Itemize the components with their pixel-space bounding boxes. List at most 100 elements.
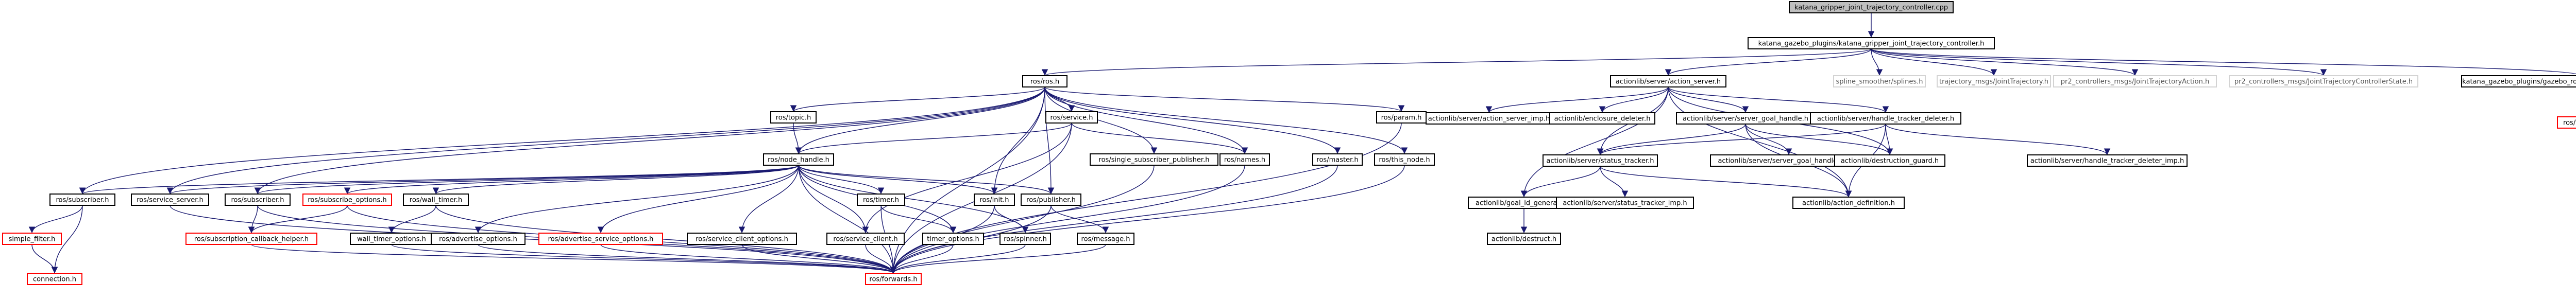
edge-sgh-to-st	[1597, 124, 1746, 155]
node-sco[interactable]: ros/service_client_options.h	[687, 233, 797, 245]
edge-as-to-enclos	[1599, 86, 1669, 113]
node-ss[interactable]: ros/service_server.h	[131, 194, 209, 206]
node-wtimer[interactable]: ros/wall_timer.h	[403, 194, 469, 206]
node-box	[1748, 37, 1995, 49]
node-init[interactable]: ros/init.h	[974, 194, 1015, 206]
node-stimp[interactable]: actionlib/server/status_tracker_imp.h	[1556, 197, 1694, 209]
node-topts[interactable]: timer_options.h	[922, 233, 984, 245]
edge-hdr-to-spline	[1871, 48, 1883, 76]
node-box	[826, 233, 905, 245]
node-asimp[interactable]: actionlib/server/action_server_imp.h	[1426, 112, 1552, 125]
node-dguard[interactable]: actionlib/destruction_guard.h	[1834, 154, 1945, 167]
node-label: ros/forwards.h	[869, 276, 917, 284]
node-htdimp[interactable]: actionlib/server/handle_tracker_deleter_…	[2027, 154, 2188, 167]
edge-nh-to-wtimer	[433, 165, 799, 195]
node-box	[2557, 116, 2576, 129]
node-message[interactable]: ros/message.h	[1077, 233, 1134, 245]
node-box	[1833, 75, 1926, 87]
node-sgh[interactable]: actionlib/server/server_goal_handle.h	[1676, 112, 1815, 125]
node-box	[974, 194, 1015, 206]
node-box	[1810, 112, 1961, 125]
node-conn[interactable]: connection.h	[27, 273, 82, 285]
node-label: katana_gripper_joint_trajectory_controll…	[1794, 4, 1948, 12]
node-nh[interactable]: ros/node_handle.h	[763, 153, 834, 166]
edge-as-to-gidgen	[1520, 86, 1669, 198]
node-box	[2229, 75, 2418, 87]
node-label: ros/subscribe_options.h	[308, 197, 386, 204]
edge-htd-to-st	[1597, 124, 1886, 155]
node-ssp[interactable]: ros/single_subscriber_publisher.h	[1090, 153, 1218, 166]
edge-ssp-to-fwd	[890, 165, 1155, 274]
node-sub[interactable]: ros/subscriber.h	[49, 194, 115, 206]
node-adef[interactable]: actionlib/action_definition.h	[1792, 197, 1905, 209]
edge-hdr-to-pr2a	[1871, 48, 2139, 76]
node-publisher[interactable]: ros/publisher.h	[1021, 194, 1081, 206]
edge-roscpp_ros-to-names	[1044, 86, 1248, 154]
node-label: ros/wall_timer.h	[410, 197, 462, 204]
edge-service-to-nh	[795, 122, 1072, 154]
node-label: actionlib/goal_id_generator.h	[1476, 200, 1572, 207]
node-pr2a[interactable]: pr2_controllers_msgs/JointTrajectoryActi…	[2053, 75, 2217, 87]
node-aso[interactable]: ros/advertise_service_options.h	[538, 233, 663, 245]
node-st[interactable]: actionlib/server/status_tracker.h	[1543, 154, 1658, 167]
node-label: ros/service_client_options.h	[696, 236, 788, 243]
node-timer[interactable]: ros/timer.h	[857, 194, 905, 206]
edge-nh-to-sub	[79, 165, 799, 195]
node-sghimp[interactable]: actionlib/server/server_goal_handle_imp.…	[1710, 154, 1868, 167]
node-spline[interactable]: spline_smoother/splines.h	[1833, 75, 1926, 87]
node-advo[interactable]: ros/advertise_options.h	[431, 233, 526, 245]
node-label: ros/publisher.h	[1026, 197, 1076, 204]
edge-sub-to-conn	[51, 205, 83, 274]
node-sch[interactable]: ros/subscription_callback_helper.h	[185, 233, 317, 245]
edge-nh-to-ss	[167, 165, 799, 195]
edge-nh-to-aso	[597, 165, 799, 234]
node-label: ros/subscriber.h	[231, 197, 284, 204]
node-box	[2027, 154, 2188, 167]
edge-nh-to-subopts	[344, 165, 799, 195]
node-label: ros/subscriber.h	[56, 197, 109, 204]
node-htd[interactable]: actionlib/server/handle_tracker_deleter.…	[1810, 112, 1961, 125]
node-box	[1789, 1, 1954, 13]
edge-nh-to-sco	[738, 165, 799, 234]
node-label: actionlib/server/handle_tracker_deleter.…	[1817, 115, 1954, 123]
node-label: actionlib/server/handle_tracker_deleter_…	[2030, 157, 2184, 165]
edge-as-to-sgh	[1668, 86, 1749, 113]
edge-roscpp_ros-to-subscriber	[254, 86, 1045, 195]
node-hdr[interactable]: katana_gazebo_plugins/katana_gripper_joi…	[1748, 37, 1995, 49]
node-topic[interactable]: ros/topic.h	[770, 111, 817, 124]
node-thisnode[interactable]: ros/this_node.h	[1374, 153, 1435, 166]
node-pr2s[interactable]: pr2_controllers_msgs/JointTrajectoryCont…	[2229, 75, 2418, 87]
node-box	[999, 233, 1051, 245]
node-enclos[interactable]: actionlib/enclosure_deleter.h	[1549, 112, 1655, 125]
node-as[interactable]: actionlib/server/action_server.h	[1610, 75, 1726, 87]
node-wto[interactable]: wall_timer_options.h	[350, 233, 433, 245]
node-spinner[interactable]: ros/spinner.h	[999, 233, 1051, 245]
node-simple[interactable]: simple_filter.h	[2, 233, 62, 245]
node-label: ros/spinner.h	[1004, 236, 1047, 243]
node-param[interactable]: ros/param.h	[1376, 111, 1427, 124]
node-box	[1834, 154, 1945, 167]
node-names[interactable]: ros/names.h	[1219, 153, 1270, 166]
node-dest[interactable]: actionlib/destruct.h	[1487, 233, 1561, 245]
node-fwd[interactable]: ros/forwards.h	[865, 273, 922, 285]
node-traj[interactable]: trajectory_msgs/JointTrajectory.h	[1937, 75, 2051, 87]
node-label: ros/advertise_service_options.h	[548, 236, 654, 243]
node-roscpp_ros[interactable]: ros/ros.h	[1022, 75, 1067, 87]
node-box	[2, 233, 62, 245]
edge-names-to-fwd	[890, 165, 1245, 274]
node-master[interactable]: ros/master.h	[1312, 153, 1363, 166]
node-subscriber[interactable]: ros/subscriber.h	[225, 194, 291, 206]
edge-as-to-asimp	[1485, 86, 1669, 113]
node-label: ros/this_node.h	[1379, 156, 1430, 164]
node-sclient[interactable]: ros/service_client.h	[826, 233, 905, 245]
node-gias[interactable]: katana_gazebo_plugins/gazebo_ros_katana_…	[2461, 75, 2576, 87]
node-rostime[interactable]: ros/time.h	[2557, 116, 2576, 129]
node-label: timer_options.h	[927, 236, 979, 243]
node-label: ros/single_subscriber_publisher.h	[1099, 156, 1210, 164]
node-subopts[interactable]: ros/subscribe_options.h	[302, 194, 392, 206]
node-service[interactable]: ros/service.h	[1045, 111, 1098, 124]
edge-roscpp_ros-to-init	[991, 86, 1045, 195]
node-box	[431, 233, 526, 245]
edge-service-to-sclient	[862, 122, 1072, 234]
node-label: ros/message.h	[1081, 236, 1130, 243]
